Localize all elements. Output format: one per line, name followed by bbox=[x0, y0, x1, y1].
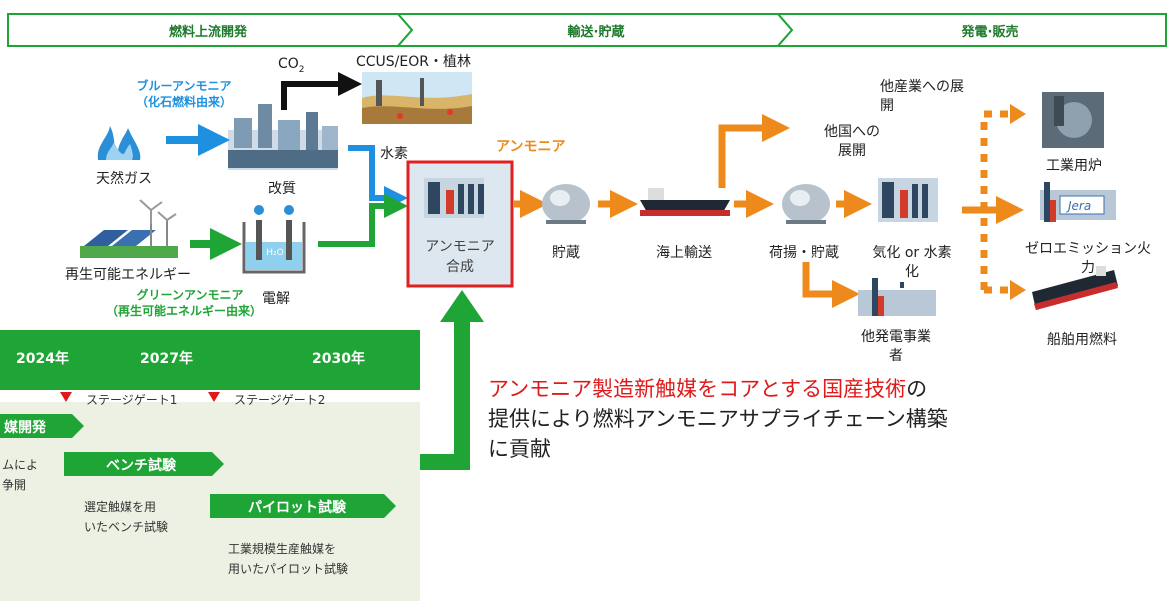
reforming-plant-icon bbox=[228, 104, 338, 170]
other-industry-label-line1: 他産業への展 bbox=[880, 79, 964, 95]
bench-desc-line1: 選定触媒を用 bbox=[84, 500, 157, 514]
timeline-arrow-head bbox=[440, 290, 484, 322]
gate-marker-1 bbox=[60, 392, 72, 402]
catalyst-desc-line1: ムによ bbox=[2, 458, 39, 472]
industrial-furnace-icon bbox=[1042, 92, 1104, 148]
vaporize-label-line2: 化 bbox=[905, 264, 919, 280]
hydrogen-green-line bbox=[318, 194, 408, 247]
reform-label: 改質 bbox=[268, 181, 296, 197]
year-2024: 2024年 bbox=[16, 351, 69, 367]
natural-gas-label: 天然ガス bbox=[96, 171, 152, 187]
storage-tank-icon bbox=[542, 184, 590, 224]
blue-ammonia-title: ブルーアンモニア bbox=[136, 79, 232, 93]
stage-gate-2: ステージゲート2 bbox=[234, 393, 326, 407]
phase-chevron-power bbox=[775, 13, 1167, 47]
year-2030: 2030年 bbox=[312, 351, 365, 367]
electrolysis-label: 電解 bbox=[262, 291, 290, 307]
tanker-ship-icon bbox=[640, 188, 730, 216]
other-power-plant-icon bbox=[858, 278, 936, 316]
blue-ammonia-sub: （化石燃料由来） bbox=[135, 95, 233, 109]
synthesis-label-line2: 合成 bbox=[446, 259, 474, 275]
ccus-geology-image bbox=[362, 72, 472, 124]
co2-label: CO2 bbox=[278, 56, 305, 75]
arrowhead-ship bbox=[1010, 280, 1026, 300]
electrolysis-icon bbox=[242, 205, 306, 274]
ammonia-plant-icon bbox=[424, 178, 484, 218]
pilot-desc-line1: 工業規模生産触媒を bbox=[228, 542, 337, 556]
pilot-test-label: パイロット試験 bbox=[248, 500, 346, 516]
stage-gate-1: ステージゲート1 bbox=[86, 393, 178, 407]
bench-test-label: ベンチ試験 bbox=[106, 458, 176, 474]
other-country-label-line2: 展開 bbox=[838, 143, 866, 159]
ship-fuel-label: 船舶用燃料 bbox=[1047, 332, 1117, 348]
arrowhead-industry bbox=[1010, 104, 1026, 124]
timeline-header-bar bbox=[0, 330, 420, 390]
other-power-label-line2: 者 bbox=[889, 348, 903, 364]
green-ammonia-title: グリーンアンモニア bbox=[136, 288, 244, 302]
message-line1-rest: の bbox=[906, 377, 928, 401]
co2-arrow bbox=[281, 72, 362, 110]
pilot-desc-line2: 用いたパイロット試験 bbox=[228, 562, 349, 576]
vaporize-plant-icon bbox=[878, 178, 938, 222]
dotted-industry-arrow bbox=[980, 110, 1010, 290]
message-line2: 提供により燃料アンモニアサプライチェーン構築 bbox=[488, 407, 948, 431]
other-power-label-line1: 他発電事業 bbox=[861, 329, 931, 345]
lng-ship-icon bbox=[1032, 266, 1118, 310]
bench-test-chevron bbox=[64, 452, 224, 476]
jera-logo-text: Jera bbox=[1068, 199, 1092, 213]
arrow-to-other-country bbox=[718, 114, 790, 188]
synthesis-label-line1: アンモニア bbox=[425, 239, 495, 255]
green-ammonia-sub: （再生可能エネルギー由来） bbox=[105, 304, 263, 318]
jera-power-plant-icon bbox=[1040, 182, 1116, 222]
phase-transport: 輸送·貯蔵 bbox=[567, 25, 625, 40]
catalyst-desc-line2: 争開 bbox=[2, 478, 27, 492]
catalyst-dev-label: 媒開発 bbox=[4, 420, 46, 436]
phase-power: 発電·販売 bbox=[961, 25, 1019, 40]
h2o-label: H₂O bbox=[266, 248, 284, 258]
hydrogen-label: 水素 bbox=[380, 146, 408, 162]
catalyst-dev-chevron bbox=[0, 414, 84, 438]
phase-upstream: 燃料上流開発 bbox=[168, 25, 248, 40]
furnace-label: 工業用炉 bbox=[1046, 158, 1102, 174]
natural-gas-flame-icon bbox=[97, 126, 141, 160]
pilot-test-chevron bbox=[210, 494, 396, 518]
renewable-label: 再生可能エネルギー bbox=[65, 267, 191, 283]
renewable-energy-icon bbox=[80, 199, 178, 258]
gate-marker-2 bbox=[208, 392, 220, 402]
ccus-label: CCUS/EOR・植林 bbox=[356, 54, 471, 70]
vaporize-label-line1: 気化 or 水素 bbox=[872, 245, 952, 261]
message-line1: アンモニア製造新触媒をコアとする国産技術の bbox=[488, 374, 927, 404]
arrow-to-other-power bbox=[802, 262, 860, 308]
other-industry-label-line2: 開 bbox=[880, 98, 894, 114]
message-line3: に貢献 bbox=[488, 437, 551, 461]
ammonia-label: アンモニア bbox=[496, 139, 566, 155]
unload-storage-label: 荷揚・貯蔵 bbox=[769, 245, 839, 261]
zero-emission-label-line1: ゼロエミッション火 bbox=[1025, 241, 1151, 257]
timeline-to-synthesis-arrow bbox=[420, 320, 470, 470]
year-2027: 2027年 bbox=[140, 351, 193, 367]
sea-transport-label: 海上輸送 bbox=[656, 245, 712, 261]
unload-tank-icon bbox=[782, 184, 830, 224]
zero-emission-label-line2: 力 bbox=[1081, 260, 1095, 276]
phase-header bbox=[7, 13, 1167, 47]
other-country-label-line1: 他国への bbox=[824, 124, 880, 140]
bench-desc-line2: いたベンチ試験 bbox=[84, 520, 169, 534]
storage-label: 貯蔵 bbox=[552, 245, 580, 261]
message-red-part: アンモニア製造新触媒をコアとする国産技術 bbox=[488, 377, 907, 401]
